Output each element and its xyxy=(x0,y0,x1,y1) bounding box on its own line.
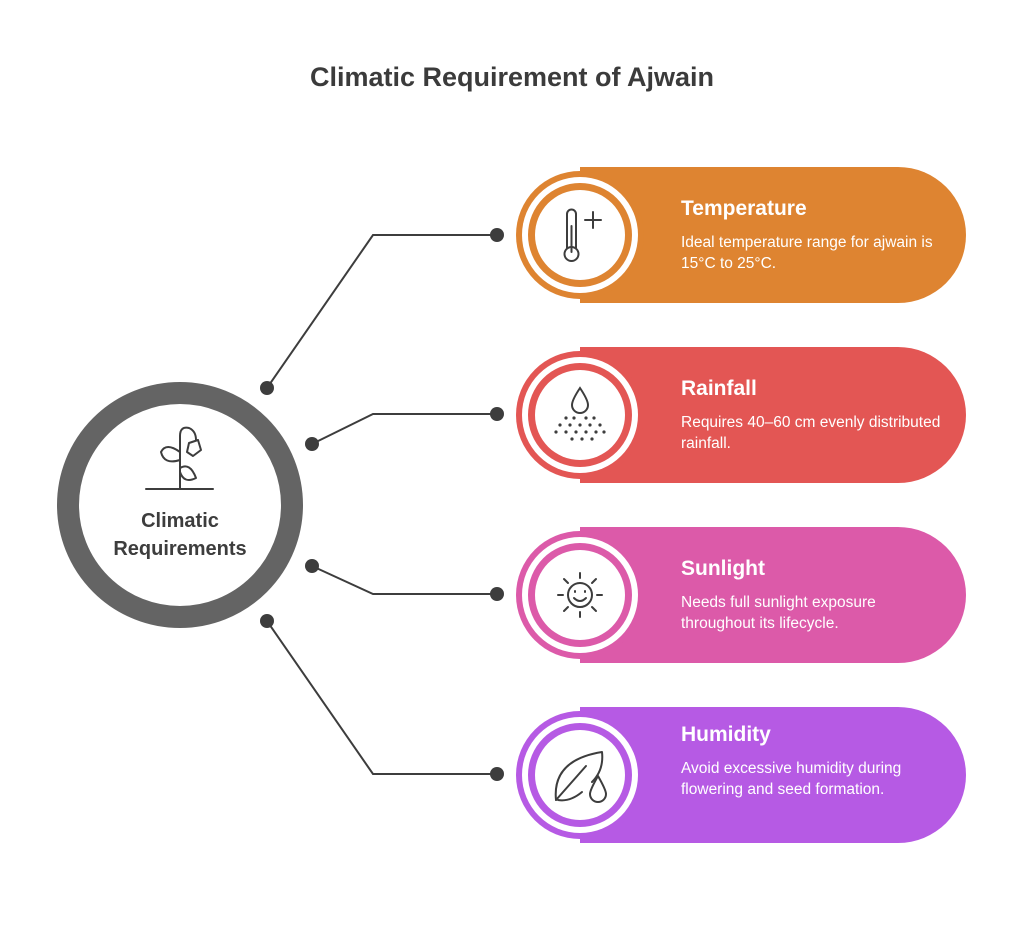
rain-drop-icon xyxy=(554,386,606,441)
connector-dot xyxy=(490,767,504,781)
card-title: Rainfall xyxy=(681,377,757,400)
hub-label-line1: Climatic xyxy=(141,510,219,532)
card-icon-bg xyxy=(535,370,625,460)
connector-dot xyxy=(305,559,319,573)
card-icon-bg xyxy=(535,190,625,280)
card-title: Sunlight xyxy=(681,557,765,580)
card-icon-bg xyxy=(535,550,625,640)
card-text-humidity: Humidity Avoid excessive humidity during… xyxy=(681,721,951,800)
connector-humidity xyxy=(266,620,497,775)
card-description: Requires 40–60 cm evenly distributed rai… xyxy=(681,414,941,452)
card-band xyxy=(580,707,966,843)
card-text-sunlight: Sunlight Needs full sunlight exposure th… xyxy=(681,555,951,634)
card-sunlight xyxy=(516,527,966,663)
connector-dots xyxy=(260,228,504,781)
smiling-sun-icon xyxy=(557,572,603,618)
card-title: Humidity xyxy=(681,723,771,746)
hub-ring xyxy=(57,382,303,628)
leaf-drop-icon xyxy=(554,751,607,803)
card-rainfall xyxy=(516,347,966,483)
card-text-temperature: Temperature Ideal temperature range for … xyxy=(681,195,951,274)
connector-dot xyxy=(490,587,504,601)
hub-label-line2: Requirements xyxy=(113,538,247,560)
connector-dot xyxy=(490,407,504,421)
thermometer-icon xyxy=(563,208,602,262)
card-band xyxy=(580,167,966,303)
connector-dot xyxy=(305,437,319,451)
card-icon-bg xyxy=(535,730,625,820)
hub-label: Climatic Requirements xyxy=(92,507,268,563)
card-band xyxy=(580,347,966,483)
connector-temperature xyxy=(266,234,497,389)
connectors xyxy=(266,234,497,775)
connector-dot xyxy=(260,381,274,395)
card-temperature xyxy=(516,167,966,303)
card-description: Ideal temperature range for ajwain is 15… xyxy=(681,234,933,272)
card-humidity xyxy=(516,707,966,843)
connector-rainfall xyxy=(311,413,497,445)
connector-dot xyxy=(490,228,504,242)
card-description: Avoid excessive humidity during flowerin… xyxy=(681,760,902,798)
card-text-rainfall: Rainfall Requires 40–60 cm evenly distri… xyxy=(681,375,951,454)
card-band xyxy=(580,527,966,663)
connector-dot xyxy=(260,614,274,628)
connector-sunlight xyxy=(311,565,497,595)
card-title: Temperature xyxy=(681,197,807,220)
card-description: Needs full sunlight exposure throughout … xyxy=(681,594,876,632)
page-title: Climatic Requirement of Ajwain xyxy=(309,62,715,92)
wilting-plant-icon xyxy=(145,426,214,490)
